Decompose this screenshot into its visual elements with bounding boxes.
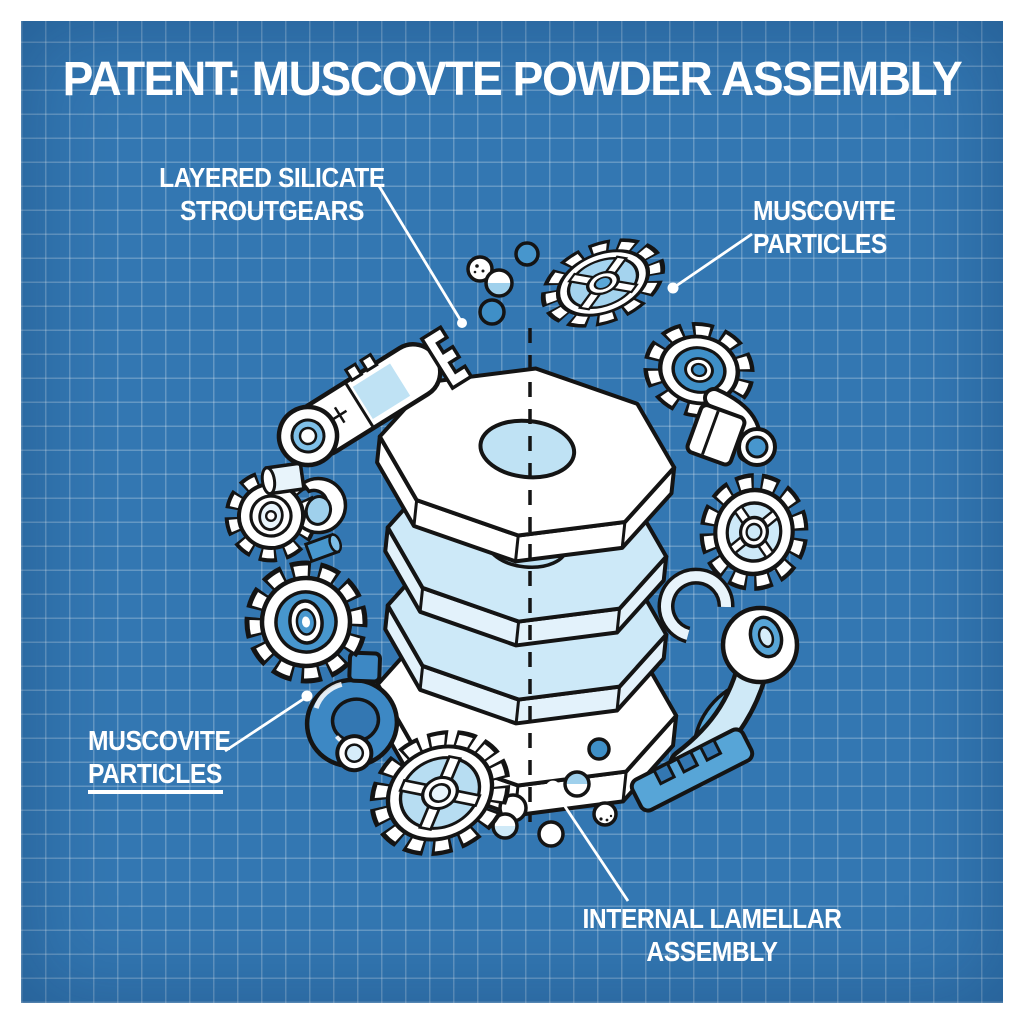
- leader-dot-layered-silicate: [457, 318, 467, 328]
- leader-lines: [88, 185, 753, 902]
- ratchet-tool: [260, 324, 474, 496]
- leader-dot-internal-lamellar: [545, 780, 561, 796]
- wrench-tool-bottom-right: [629, 567, 800, 813]
- label-muscovite-particles-bottom: MUSCOVITE PARTICLES: [88, 724, 231, 790]
- spoked-gear-bottom: [369, 730, 511, 856]
- leader-dot-muscovite-bottom: [301, 690, 313, 702]
- washer-piece: [299, 476, 348, 535]
- clamp-tool: [304, 650, 400, 773]
- label-line-1: MUSCOVITE: [753, 195, 896, 226]
- spoked-gear-top: [540, 238, 666, 328]
- leader-dot-muscovite-top: [667, 282, 679, 294]
- label-line-2: PARTICLES: [88, 758, 222, 789]
- particles-bottom: [491, 737, 618, 848]
- leader-internal-lamellar: [552, 789, 630, 902]
- linkage-arm-roller: [685, 387, 777, 467]
- barrel-piece: [303, 532, 343, 564]
- label-line-2: STROUTGEARS: [179, 195, 365, 226]
- label-line-1: INTERNAL LAMELLAR: [582, 903, 842, 934]
- comb-rack-piece: [629, 727, 755, 813]
- label-layered-silicate-stroutgears: LAYERED SILICATE STROUTGEARS: [140, 161, 404, 227]
- leader-muscovite-bottom: [224, 696, 306, 753]
- label-line-1: LAYERED SILICATE: [159, 162, 385, 193]
- label-internal-lamellar-assembly: INTERNAL LAMELLAR ASSEMBLY: [571, 902, 853, 968]
- label-muscovite-particles-top: MUSCOVITE PARTICLES: [753, 194, 896, 260]
- leader-muscovite-top: [675, 232, 753, 288]
- label-line-1: MUSCOVITE: [88, 725, 231, 756]
- label-line-2: PARTICLES: [753, 228, 887, 259]
- page-title: PATENT: MUSCOVTE POWDER ASSEMBLY: [62, 53, 963, 106]
- particles-top: [466, 241, 540, 326]
- leader-layered-silicate: [377, 185, 463, 322]
- ring-gear-right: [699, 473, 809, 591]
- label-line-2: ASSEMBLY: [646, 936, 778, 967]
- lamellar-plate-1: [375, 366, 677, 564]
- spoked-gear-left: [244, 560, 368, 684]
